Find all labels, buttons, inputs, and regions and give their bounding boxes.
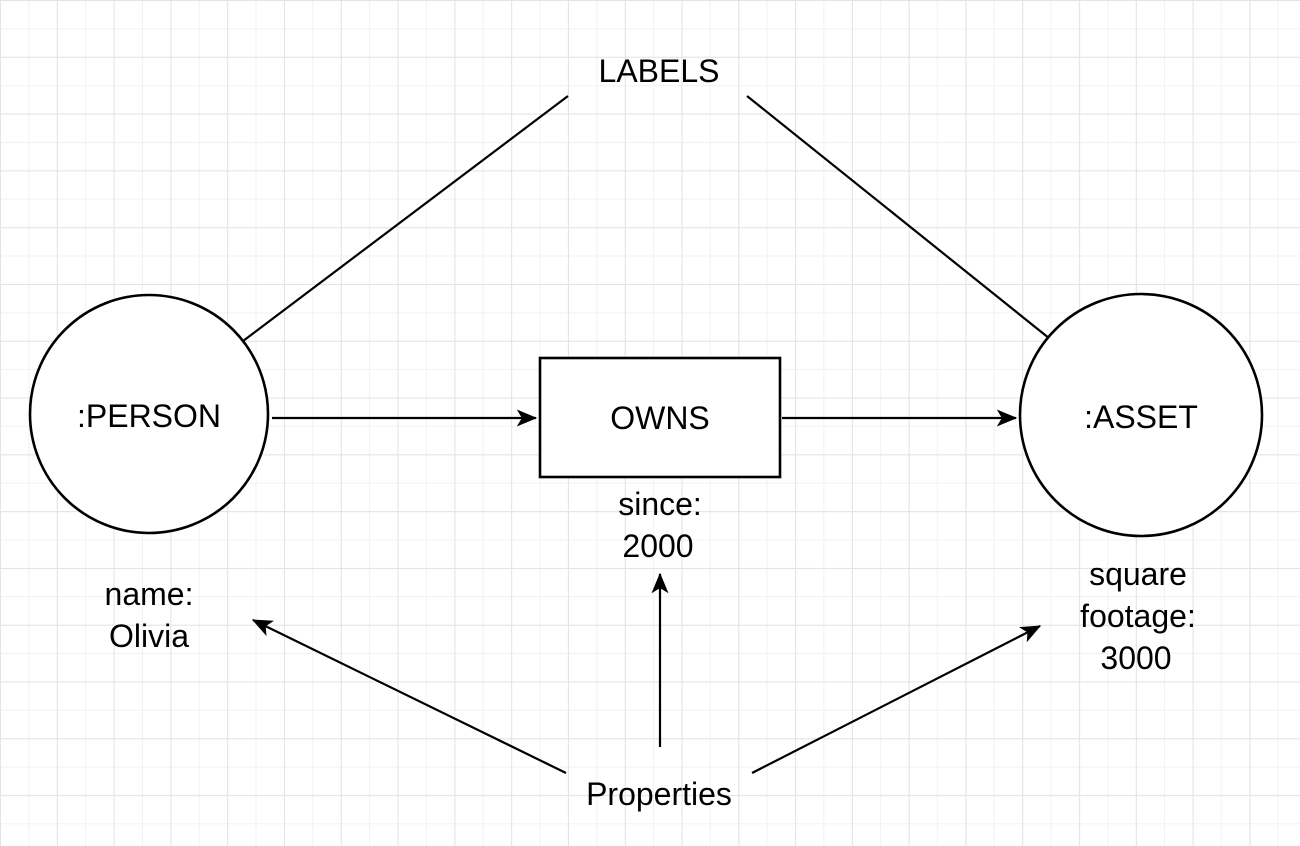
person-node [28,293,270,535]
owns-relationship-label: OWNS [610,400,710,436]
asset-square-footage-property-line1: square [1089,556,1187,592]
labels-arrow-to-person [189,95,569,382]
owns-since-property: since: 2000 [618,486,702,564]
asset-square-footage-property-line3: 3000 [1100,640,1171,676]
labels-caption: LABELS [599,53,720,89]
person-name-property-line2: Olivia [109,618,189,654]
asset-node [1018,292,1264,538]
person-node-label: :PERSON [77,398,221,434]
person-name-property-line1: name: [105,576,194,612]
asset-square-footage-property: square footage: 3000 [1080,556,1196,676]
properties-caption: Properties [586,776,732,812]
asset-square-footage-property-line2: footage: [1080,598,1196,634]
asset-node-label: :ASSET [1084,399,1198,435]
person-name-property: name: Olivia [105,576,194,654]
owns-since-property-line1: since: [618,486,702,522]
properties-arrow-to-name [251,619,567,774]
owns-relationship-box [538,356,782,479]
owns-since-property-line2: 2000 [622,528,693,564]
labels-arrow-to-asset [746,95,1101,380]
properties-arrow-to-square-footage [751,625,1042,774]
